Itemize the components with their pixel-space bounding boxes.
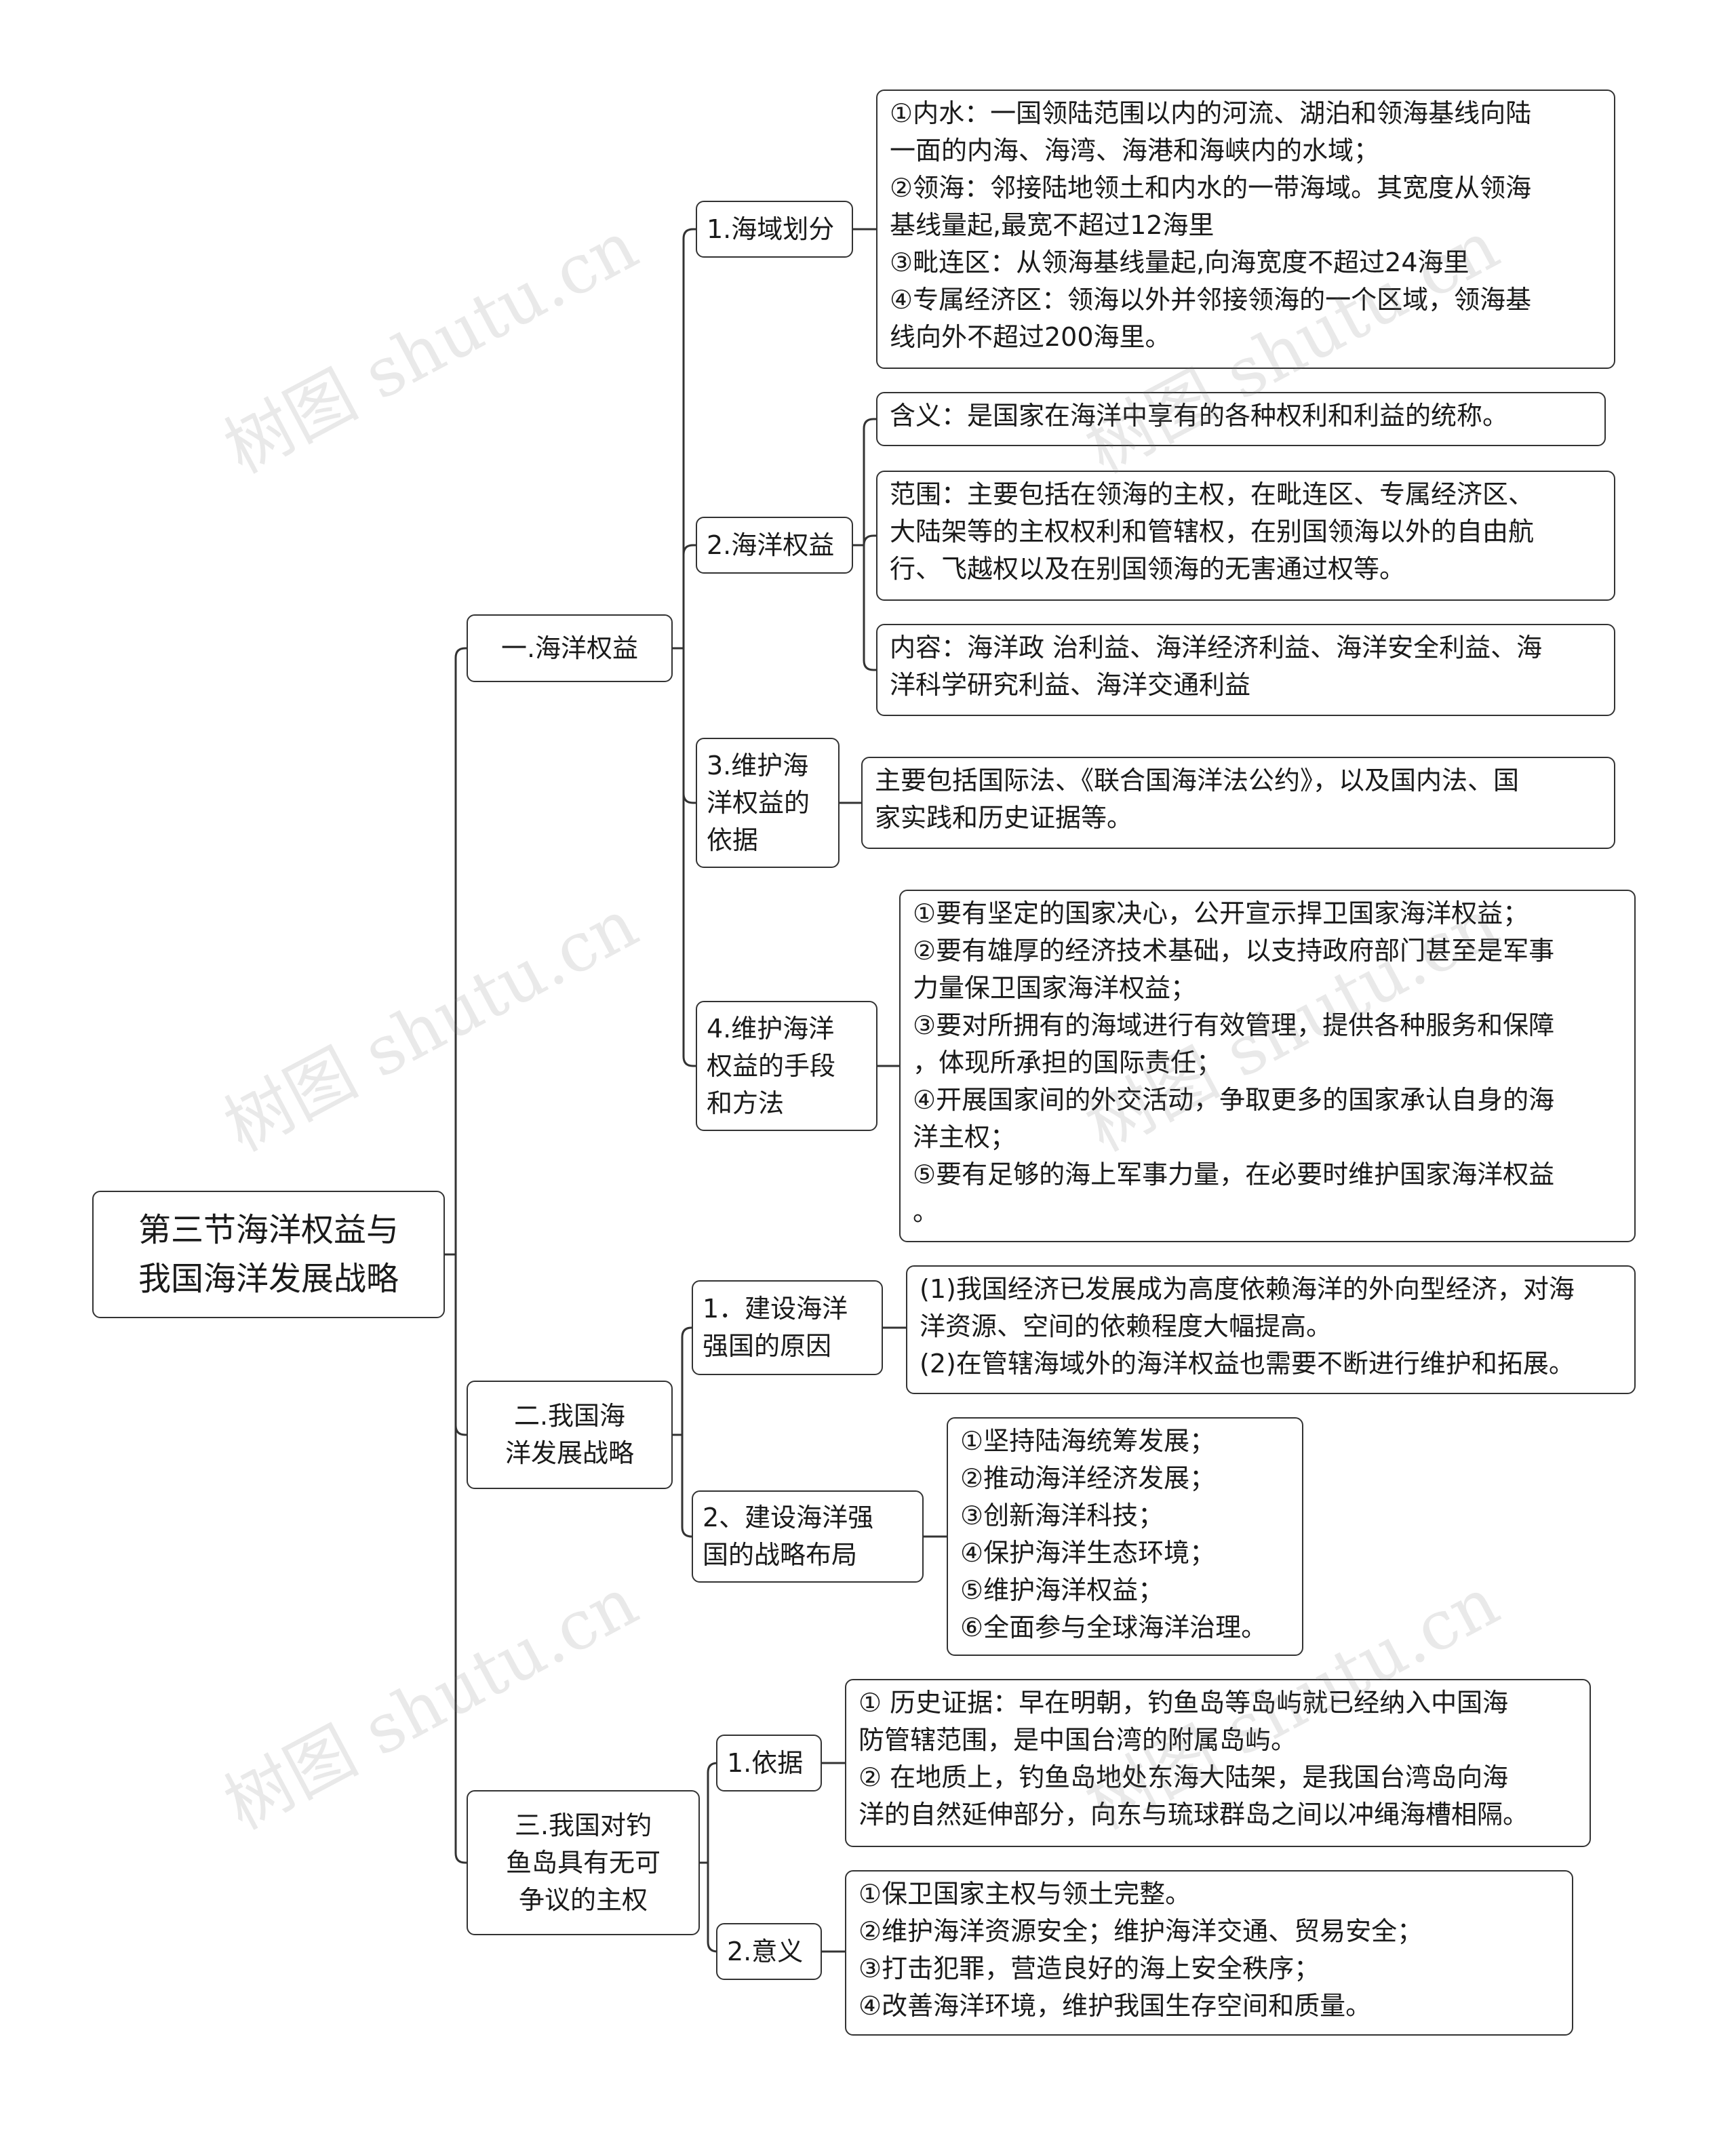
leaf-text: ①内水：一国领陆范围以内的河流、湖泊和领海基线向陆 一面的内海、海湾、海港和海峡… [890, 98, 1532, 352]
leaf-reasons-for-sea-power[interactable]: (1)我国经济已发展成为高度依赖海洋的外向型经济，对海 洋资源、空间的依赖程度大… [906, 1265, 1636, 1394]
topic-label: 3.维护海 洋权益的 依据 [707, 750, 810, 855]
root-topic-label: 第三节海洋权益与 我国海洋发展战略 [138, 1211, 399, 1298]
leaf-text: 范围：主要包括在领海的主权，在毗连区、专属经济区、 大陆架等的主权权利和管辖权，… [890, 479, 1535, 584]
topic-label: 1.依据 [727, 1747, 804, 1778]
leaf-rights-meaning[interactable]: 含义：是国家在海洋中享有的各种权利和利益的统称。 [876, 392, 1606, 446]
leaf-basis-of-rights[interactable]: 主要包括国际法、《联合国海洋法公约》，以及国内法、国 家实践和历史证据等。 [861, 757, 1615, 849]
topic-label: 2.海洋权益 [707, 530, 835, 560]
leaf-sea-area-definitions[interactable]: ①内水：一国领陆范围以内的河流、湖泊和领海基线向陆 一面的内海、海湾、海港和海峡… [876, 90, 1615, 369]
leaf-diaoyu-significance[interactable]: ①保卫国家主权与领土完整。 ②维护海洋资源安全；维护海洋交通、贸易安全； ③打击… [845, 1870, 1573, 2036]
section-diaoyu-sovereignty[interactable]: 三.我国对钓 鱼岛具有无可 争议的主权 [467, 1790, 700, 1935]
leaf-text: ①保卫国家主权与领土完整。 ②维护海洋资源安全；维护海洋交通、贸易安全； ③打击… [859, 1879, 1423, 2021]
topic-label: 2、建设海洋强 国的战略布局 [703, 1503, 874, 1570]
section-label: 三.我国对钓 鱼岛具有无可 争议的主权 [505, 1810, 660, 1915]
topic-evidence[interactable]: 1.依据 [716, 1735, 822, 1791]
leaf-rights-content[interactable]: 内容：海洋政 治利益、海洋经济利益、海洋安全利益、海 洋科学研究利益、海洋交通利… [876, 624, 1615, 716]
topic-strategic-layout[interactable]: 2、建设海洋强 国的战略布局 [692, 1490, 924, 1583]
leaf-text: 主要包括国际法、《联合国海洋法公约》，以及国内法、国 家实践和历史证据等。 [875, 766, 1520, 833]
section-label: 一.海洋权益 [500, 633, 639, 663]
leaf-text: (1)我国经济已发展成为高度依赖海洋的外向型经济，对海 洋资源、空间的依赖程度大… [920, 1274, 1575, 1379]
leaf-means-and-methods[interactable]: ①要有坚定的国家决心，公开宣示捍卫国家海洋权益； ②要有雄厚的经济技术基础，以支… [899, 890, 1636, 1242]
leaf-text: ①坚持陆海统筹发展； ②推动海洋经济发展； ③创新海洋科技； ④保护海洋生态环境… [960, 1426, 1267, 1642]
topic-significance[interactable]: 2.意义 [716, 1923, 822, 1980]
section-label: 二.我国海 洋发展战略 [505, 1401, 634, 1468]
leaf-text: 含义：是国家在海洋中享有的各种权利和利益的统称。 [890, 401, 1509, 431]
topic-label: 1.海域划分 [707, 214, 835, 244]
leaf-text: ① 历史证据：早在明朝，钓鱼岛等岛屿就已经纳入中国海 防管辖范围，是中国台湾的附… [859, 1688, 1529, 1829]
topic-means-and-methods[interactable]: 4.维护海洋 权益的手段 和方法 [696, 1001, 877, 1131]
topic-basis-of-rights[interactable]: 3.维护海 洋权益的 依据 [696, 738, 840, 868]
section-maritime-rights[interactable]: 一.海洋权益 [467, 614, 673, 682]
topic-label: 4.维护海洋 权益的手段 和方法 [707, 1013, 836, 1118]
leaf-diaoyu-evidence[interactable]: ① 历史证据：早在明朝，钓鱼岛等岛屿就已经纳入中国海 防管辖范围，是中国台湾的附… [845, 1679, 1591, 1847]
topic-maritime-rights[interactable]: 2.海洋权益 [696, 517, 853, 574]
topic-sea-area-division[interactable]: 1.海域划分 [696, 201, 853, 258]
topic-label: 2.意义 [727, 1936, 804, 1966]
root-topic[interactable]: 第三节海洋权益与 我国海洋发展战略 [92, 1191, 445, 1318]
topic-label: 1．建设海洋 强国的原因 [703, 1294, 848, 1361]
leaf-text: 内容：海洋政 治利益、海洋经济利益、海洋安全利益、海 洋科学研究利益、海洋交通利… [890, 633, 1543, 700]
leaf-strategic-layout[interactable]: ①坚持陆海统筹发展； ②推动海洋经济发展； ③创新海洋科技； ④保护海洋生态环境… [947, 1417, 1303, 1656]
topic-reasons-for-sea-power[interactable]: 1．建设海洋 强国的原因 [692, 1280, 883, 1375]
section-development-strategy[interactable]: 二.我国海 洋发展战略 [467, 1381, 673, 1489]
leaf-text: ①要有坚定的国家决心，公开宣示捍卫国家海洋权益； ②要有雄厚的经济技术基础，以支… [913, 898, 1555, 1227]
leaf-rights-scope[interactable]: 范围：主要包括在领海的主权，在毗连区、专属经济区、 大陆架等的主权权利和管辖权，… [876, 471, 1615, 601]
